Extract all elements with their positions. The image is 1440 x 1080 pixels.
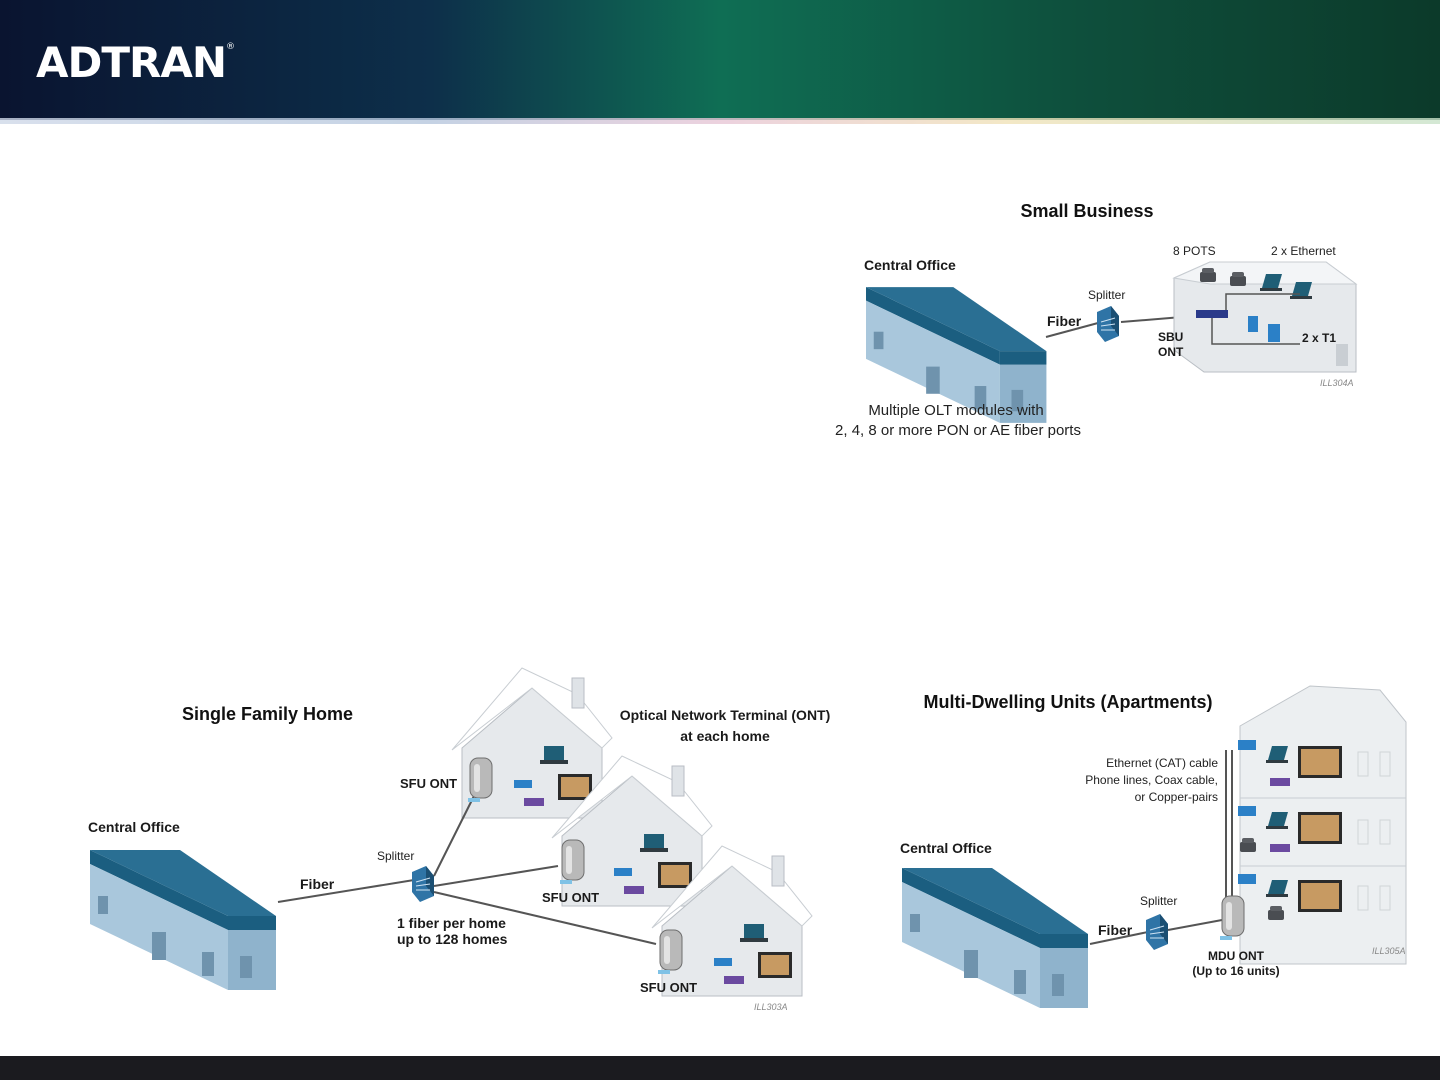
- small-business-diagram: Small Business Central Office Fiber Spli…: [835, 201, 1358, 439]
- sfh-fiber-line: [277, 879, 415, 903]
- mdu-central-office-building: [902, 868, 1088, 1008]
- sb-ont-label-2: ONT: [1158, 345, 1184, 359]
- sfh-splitter-label: Splitter: [377, 849, 414, 863]
- sb-illustration-id: ILL304A: [1320, 378, 1354, 388]
- sb-phone-1: [1200, 268, 1216, 282]
- sfh-per-home-2: up to 128 homes: [397, 931, 508, 947]
- sfh-fiber-branch-3: [433, 891, 657, 945]
- sfh-splitter-icon: [411, 865, 435, 903]
- sfh-ont-title-2: at each home: [680, 728, 770, 744]
- sb-pots-label: 8 POTS: [1173, 244, 1216, 258]
- mdu-cable-note-3: or Copper-pairs: [1135, 790, 1218, 804]
- sfh-ont-1: [467, 757, 493, 803]
- sb-ont-label-1: SBU: [1158, 330, 1183, 344]
- mdu-splitter-icon: [1145, 913, 1169, 951]
- sfh-ont-label-3: SFU ONT: [640, 980, 697, 995]
- mdu-cable-note-2: Phone lines, Coax cable,: [1085, 773, 1218, 787]
- sb-t1-label: 2 x T1: [1302, 331, 1336, 345]
- sb-central-office-label: Central Office: [864, 257, 956, 273]
- sfh-ont-3: [657, 929, 683, 975]
- sb-phone-2: [1230, 272, 1246, 286]
- sb-splitter-label: Splitter: [1088, 288, 1125, 302]
- mdu-diagram: Multi-Dwelling Units (Apartments): [900, 685, 1407, 1008]
- footer-bar: [0, 1056, 1440, 1080]
- sfh-fiber-label: Fiber: [300, 876, 335, 892]
- sb-fiber-line: [1045, 322, 1099, 338]
- sfh-fiber-branch-1: [433, 795, 475, 877]
- sb-splitter-icon: [1096, 305, 1120, 343]
- sfh-ont-title-1: Optical Network Terminal (ONT): [620, 707, 831, 723]
- sfh-title: Single Family Home: [182, 704, 353, 724]
- sfh-central-office-building: [90, 850, 276, 990]
- sfh-illustration-id: ILL303A: [754, 1002, 788, 1012]
- sbu-ont-device: [1196, 310, 1228, 318]
- sfh-ont-2: [559, 839, 585, 885]
- adtran-logo: ADTRAN®: [36, 38, 235, 87]
- sb-olt-note-2: 2, 4, 8 or more PON or AE fiber ports: [835, 422, 1081, 439]
- sb-ethernet-label: 2 x Ethernet: [1271, 244, 1336, 258]
- sfh-ont-label-2: SFU ONT: [542, 890, 599, 905]
- mdu-ont-device: [1219, 895, 1245, 941]
- mdu-ont-label-1: MDU ONT: [1208, 949, 1265, 963]
- single-family-diagram: Single Family Home Optical Network Termi…: [88, 667, 831, 1012]
- mdu-fiber-label: Fiber: [1098, 922, 1133, 938]
- network-diagrams: Small Business Central Office Fiber Spli…: [88, 201, 1407, 1012]
- mdu-title: Multi-Dwelling Units (Apartments): [924, 692, 1213, 712]
- mdu-cable-note-1: Ethernet (CAT) cable: [1106, 756, 1218, 770]
- sb-office-building: [1172, 261, 1358, 373]
- mdu-fiber-line-2: [1167, 919, 1223, 931]
- small-business-title: Small Business: [1020, 201, 1153, 221]
- header-gradient: [0, 0, 1440, 124]
- mdu-central-office-label: Central Office: [900, 840, 992, 856]
- sfh-central-office-label: Central Office: [88, 819, 180, 835]
- mdu-fiber-line: [1089, 931, 1149, 945]
- sfh-per-home-1: 1 fiber per home: [397, 915, 506, 931]
- header-banner: ADTRAN®: [0, 0, 1440, 124]
- sb-fiber-label: Fiber: [1047, 313, 1082, 329]
- mdu-splitter-label: Splitter: [1140, 894, 1177, 908]
- mdu-ont-label-2: (Up to 16 units): [1192, 964, 1279, 978]
- mdu-illustration-id: ILL305A: [1372, 946, 1406, 956]
- sfh-ont-label-1: SFU ONT: [400, 776, 457, 791]
- sfh-fiber-branch-2: [433, 865, 559, 887]
- sb-olt-note-1: Multiple OLT modules with: [868, 402, 1043, 419]
- mdu-apartment-building: [1225, 685, 1407, 965]
